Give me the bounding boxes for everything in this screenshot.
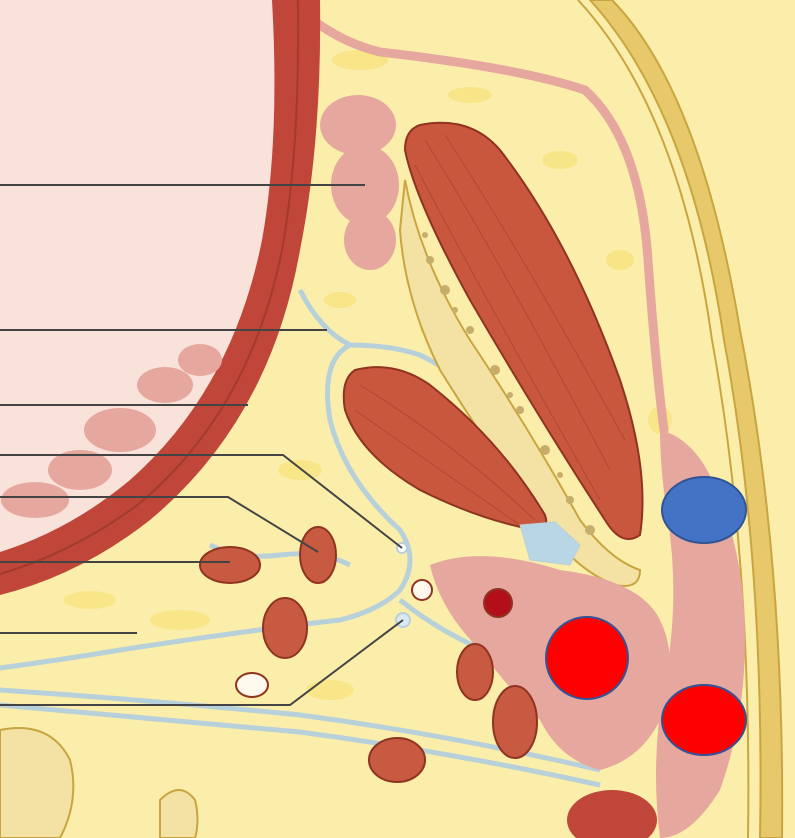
small-vessel-ring-lower — [236, 673, 268, 697]
small-vessel-ring — [412, 580, 432, 600]
vessel-b — [300, 527, 336, 583]
marker-red-circle-2 — [662, 685, 746, 755]
vessel-f — [369, 738, 425, 782]
vessel-d — [457, 644, 493, 700]
marker-red-circle-1 — [546, 617, 628, 699]
lower-bone-small — [160, 790, 198, 838]
vessel-a — [200, 547, 260, 583]
vessel-e — [493, 686, 537, 758]
vessel-c — [263, 598, 307, 658]
marker-blue-oval — [662, 477, 746, 543]
vessel-dot — [484, 589, 512, 617]
